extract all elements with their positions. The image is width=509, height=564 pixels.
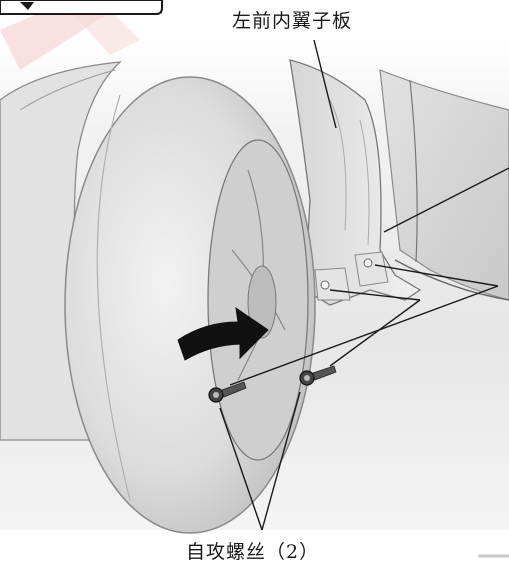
fender-tab [354,251,389,287]
tire-tread-edge [96,94,131,501]
inner-fender-liner [289,59,422,306]
fender-clip-hole [363,258,373,268]
fender-rib [329,99,347,231]
screws-label: 自攻螺丝（2） [186,541,320,563]
fender-rib [359,119,370,246]
inner-fender-label: 左前内翼子板 [232,10,353,32]
door-edge-line [409,79,418,263]
screw-icon [299,365,337,386]
callout-pointer-icon [20,2,34,10]
wheel-hub [247,265,277,339]
rotation-arrow-icon [177,306,269,361]
callout-box [0,0,163,15]
fender-arch-edge [19,69,116,111]
fender-tab [314,267,351,301]
leader-lines [219,39,509,531]
body-lower-edge [394,259,509,301]
screw-icon [208,381,247,403]
fender-clip-hole [320,280,330,290]
